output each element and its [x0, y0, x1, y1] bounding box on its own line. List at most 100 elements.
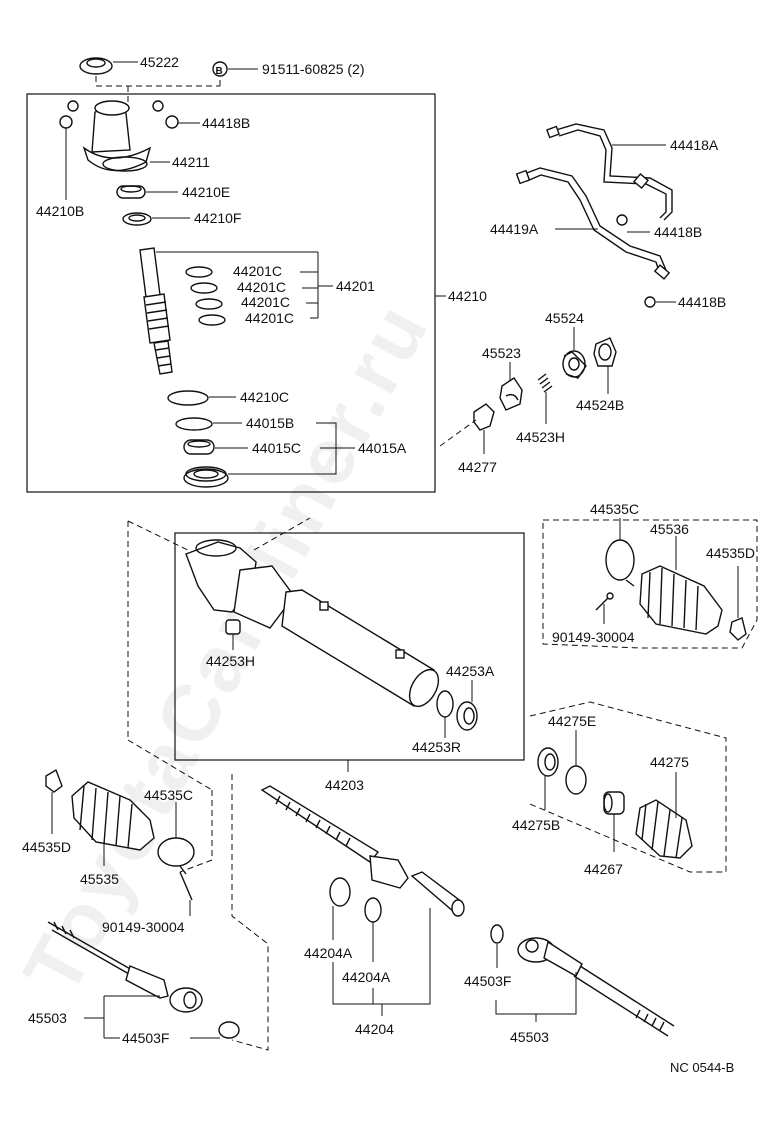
group-boot-right: [542, 519, 758, 649]
box-44203: [174, 532, 525, 761]
spring-cap-45524: [562, 350, 587, 379]
clamp-44535C: [605, 539, 635, 587]
label-44419A: 44419A: [490, 221, 539, 237]
nut-icon: [644, 296, 656, 308]
boot-44275: [635, 799, 693, 859]
seal-44210F: [122, 212, 152, 226]
label-45222: 45222: [140, 54, 179, 70]
label-44535D-left: 44535D: [22, 839, 71, 855]
bushing-44253A: [456, 701, 478, 731]
ring-44015B: [175, 417, 213, 431]
label-45503-left: 45503: [28, 1010, 67, 1026]
label-45524: 45524: [545, 310, 584, 326]
locknut-44524B: [593, 337, 617, 367]
label-44503F-left: 44503F: [122, 1030, 169, 1046]
pressure-tube-44418A: [546, 123, 673, 221]
box-44210: [26, 93, 436, 493]
tie-rod-end-45503-left: [47, 921, 203, 1013]
pressure-tube-44419A: [515, 167, 671, 280]
label-44201C-1: 44201C: [233, 263, 282, 279]
ring-44201C: [198, 314, 226, 326]
boot-45535: [71, 781, 155, 851]
label-44201: 44201: [336, 278, 375, 294]
label-90149-30004-right: 90149-30004: [552, 629, 635, 645]
nut-icon: [616, 214, 628, 226]
label-44201C-3: 44201C: [241, 294, 290, 310]
ring-44253R: [436, 690, 454, 718]
nut-44503F-left: [218, 1021, 240, 1039]
label-45536: 45536: [650, 521, 689, 537]
label-91511-60825: 91511-60825 (2): [262, 61, 364, 77]
nut-icon: [165, 115, 179, 129]
label-44015C: 44015C: [252, 440, 301, 456]
label-44253R: 44253R: [412, 739, 461, 755]
ring-44204A: [364, 897, 382, 923]
label-44418B-mid: 44418B: [654, 224, 702, 240]
clip-44535D-left: [45, 768, 63, 793]
label-44275E: 44275E: [548, 713, 596, 729]
group-tie-rod-left: [231, 774, 269, 1051]
rack-44204: [260, 785, 465, 917]
boot-45536: [639, 565, 723, 635]
bushing-44267: [603, 791, 625, 815]
label-44275B: 44275B: [512, 817, 560, 833]
ring-44210C: [167, 390, 209, 406]
label-45523: 45523: [482, 345, 521, 361]
label-44015A: 44015A: [358, 440, 407, 456]
label-44277: 44277: [458, 459, 497, 475]
label-44210B: 44210B: [36, 203, 84, 219]
nut-icon: [67, 100, 79, 112]
valve-housing-44211: [82, 100, 152, 172]
screw-90149-b: [179, 871, 193, 901]
bushing-44275B: [537, 747, 559, 777]
label-44204: 44204: [355, 1021, 394, 1037]
valve-shaft: [139, 247, 173, 375]
label-44211: 44211: [172, 154, 210, 170]
label-90149-30004-left: 90149-30004: [102, 919, 185, 935]
label-44015B: 44015B: [246, 415, 294, 431]
nut-44503F-right: [490, 924, 504, 944]
label-44253H: 44253H: [206, 653, 255, 669]
bolt-callout-b: B: [212, 61, 228, 77]
rack-guide-45523: [499, 377, 523, 411]
label-45535: 45535: [80, 871, 119, 887]
label-44203: 44203: [325, 777, 364, 793]
bushing-44015C: [183, 439, 215, 455]
label-44204A-1: 44204A: [304, 945, 353, 961]
label-44210C: 44210C: [240, 389, 289, 405]
seal-44015: [183, 466, 229, 488]
label-44535C-left: 44535C: [144, 787, 193, 803]
label-44267: 44267: [584, 861, 623, 877]
rack-housing-44203: [185, 539, 440, 708]
diagram-code: NC 0544-B: [670, 1060, 734, 1075]
bushing-44253H: [225, 619, 241, 635]
label-44204A-2: 44204A: [342, 969, 391, 985]
svg-text:B: B: [216, 66, 223, 77]
label-44503F-right: 44503F: [464, 973, 511, 989]
ring-44201C: [195, 298, 223, 310]
label-44253A: 44253A: [446, 663, 495, 679]
label-44210: 44210: [448, 288, 487, 304]
label-44524B: 44524B: [576, 397, 624, 413]
nut-icon: [59, 115, 73, 129]
nut-icon: [152, 100, 164, 112]
part-45222: [79, 57, 113, 75]
label-44535D: 44535D: [706, 545, 755, 561]
label-44418B-top: 44418B: [202, 115, 250, 131]
ring-44201C: [185, 266, 213, 278]
label-44210F: 44210F: [194, 210, 241, 226]
label-45503-right: 45503: [510, 1029, 549, 1045]
spring-44523H: [537, 373, 553, 393]
rack-guide-seat-44277: [473, 403, 495, 431]
label-44210E: 44210E: [182, 184, 230, 200]
clip-44535D: [729, 617, 747, 641]
label-44523H: 44523H: [516, 429, 565, 445]
group-44275: [529, 701, 727, 873]
label-44418A: 44418A: [670, 137, 719, 153]
label-44535C-right: 44535C: [590, 501, 639, 517]
ring-44275E: [565, 765, 587, 795]
screw-90149-a: [595, 592, 614, 611]
label-44275: 44275: [650, 754, 689, 770]
label-44418B-right: 44418B: [678, 294, 726, 310]
